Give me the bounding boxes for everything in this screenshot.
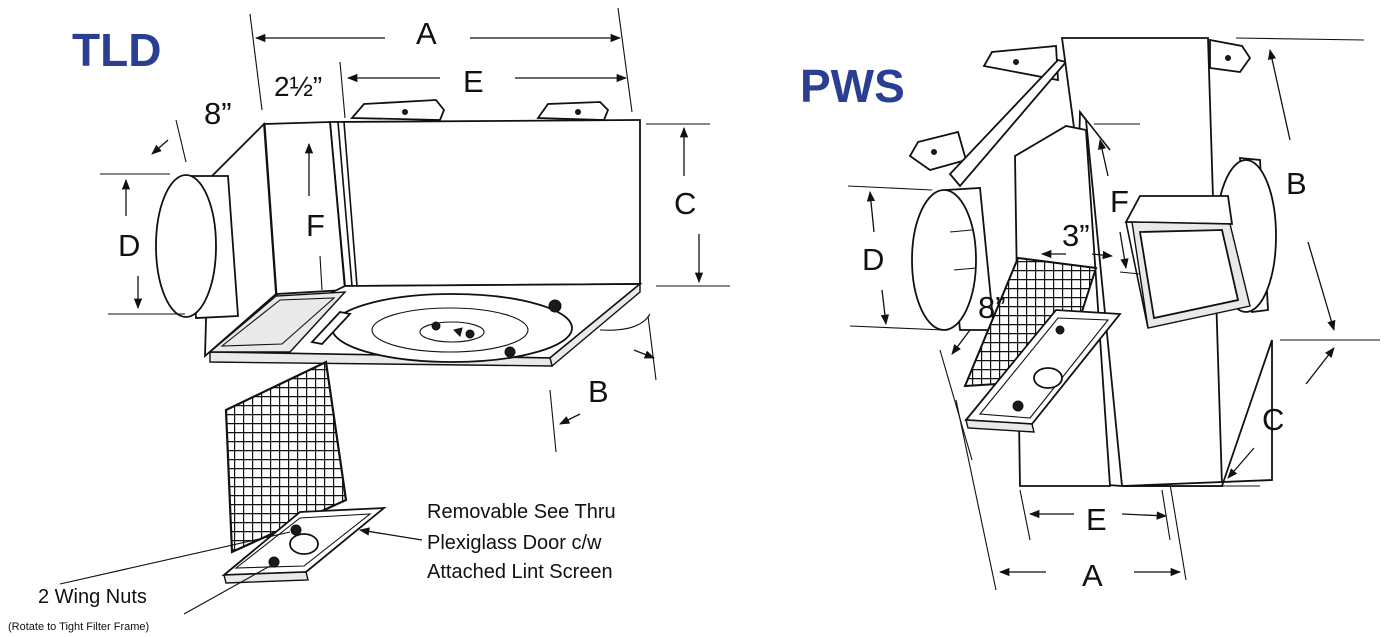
- tld-arrow-8-inch: [151, 139, 169, 155]
- tld-dimension-b: B: [549, 315, 657, 453]
- pws-drawing: PWS: [800, 37, 1380, 593]
- tld-dimension-c: C: [646, 123, 730, 287]
- tld-label-f: F: [306, 208, 325, 243]
- tld-mounting-tab-right: [536, 101, 610, 121]
- pws-mounting-tab-left: [908, 130, 968, 171]
- pws-dimension-e: E: [1019, 489, 1171, 541]
- tld-label-e: E: [463, 64, 484, 99]
- tld-note-door-line2: Plexiglass Door c/w: [427, 532, 602, 554]
- tld-door-note: Removable See Thru Plexiglass Door c/w A…: [358, 501, 616, 583]
- tld-drawing: TLD A E 2½” 8”: [8, 7, 730, 633]
- tld-label-8-inch: 8”: [204, 96, 232, 131]
- tld-filter-slot: [208, 291, 347, 353]
- pws-label-e: E: [1086, 502, 1107, 537]
- pws-arrow-8-inch: [951, 329, 971, 355]
- pws-label-3-inch: 3”: [1062, 218, 1090, 253]
- pws-dimension-b: B: [1235, 37, 1380, 341]
- pws-lint-screen: [963, 256, 1122, 433]
- pws-label-b: B: [1286, 166, 1307, 201]
- pws-title: PWS: [800, 60, 905, 112]
- pws-dimension-d: D: [847, 185, 945, 331]
- tld-mounting-tab-left: [350, 99, 446, 121]
- tld-wing-nuts-note: 2 Wing Nuts (Rotate to Tight Filter Fram…: [8, 531, 291, 633]
- tld-dimension-e: E: [339, 61, 628, 119]
- pws-label-a: A: [1082, 558, 1103, 593]
- pws-label-f: F: [1110, 184, 1129, 219]
- tld-filter-housing: [263, 121, 346, 295]
- tld-label-a: A: [416, 16, 437, 51]
- pws-label-c: C: [1262, 402, 1284, 437]
- tld-note-door-line3: Attached Lint Screen: [427, 561, 613, 583]
- pws-dimension-a: A: [955, 399, 1187, 593]
- tld-label-d: D: [118, 228, 140, 263]
- pws-mounting-tab-top-left: [982, 45, 1059, 82]
- tld-dimension-a: A: [249, 7, 633, 113]
- pws-dimension-f: F: [1094, 123, 1141, 275]
- tld-label-c: C: [674, 186, 696, 221]
- tld-lint-screen: [221, 360, 387, 584]
- tld-main-box: [329, 119, 641, 287]
- pws-label-8-inch: 8”: [978, 290, 1006, 325]
- pws-label-d: D: [862, 242, 884, 277]
- tld-label-b: B: [588, 374, 609, 409]
- pws-side-opening: [1124, 195, 1251, 329]
- tld-note-wing-nuts: 2 Wing Nuts: [38, 586, 147, 608]
- pws-dimension-c: C: [1176, 347, 1335, 487]
- tld-note-wing-nuts-sub: (Rotate to Tight Filter Frame): [8, 621, 149, 633]
- tld-dimension-d: D: [100, 173, 185, 315]
- tld-title: TLD: [72, 24, 161, 76]
- tld-duct-collar: [155, 174, 239, 319]
- tld-note-door-line1: Removable See Thru: [427, 501, 616, 523]
- tld-fan-disc: [331, 293, 573, 363]
- tld-label-2-half-inch: 2½”: [274, 71, 322, 102]
